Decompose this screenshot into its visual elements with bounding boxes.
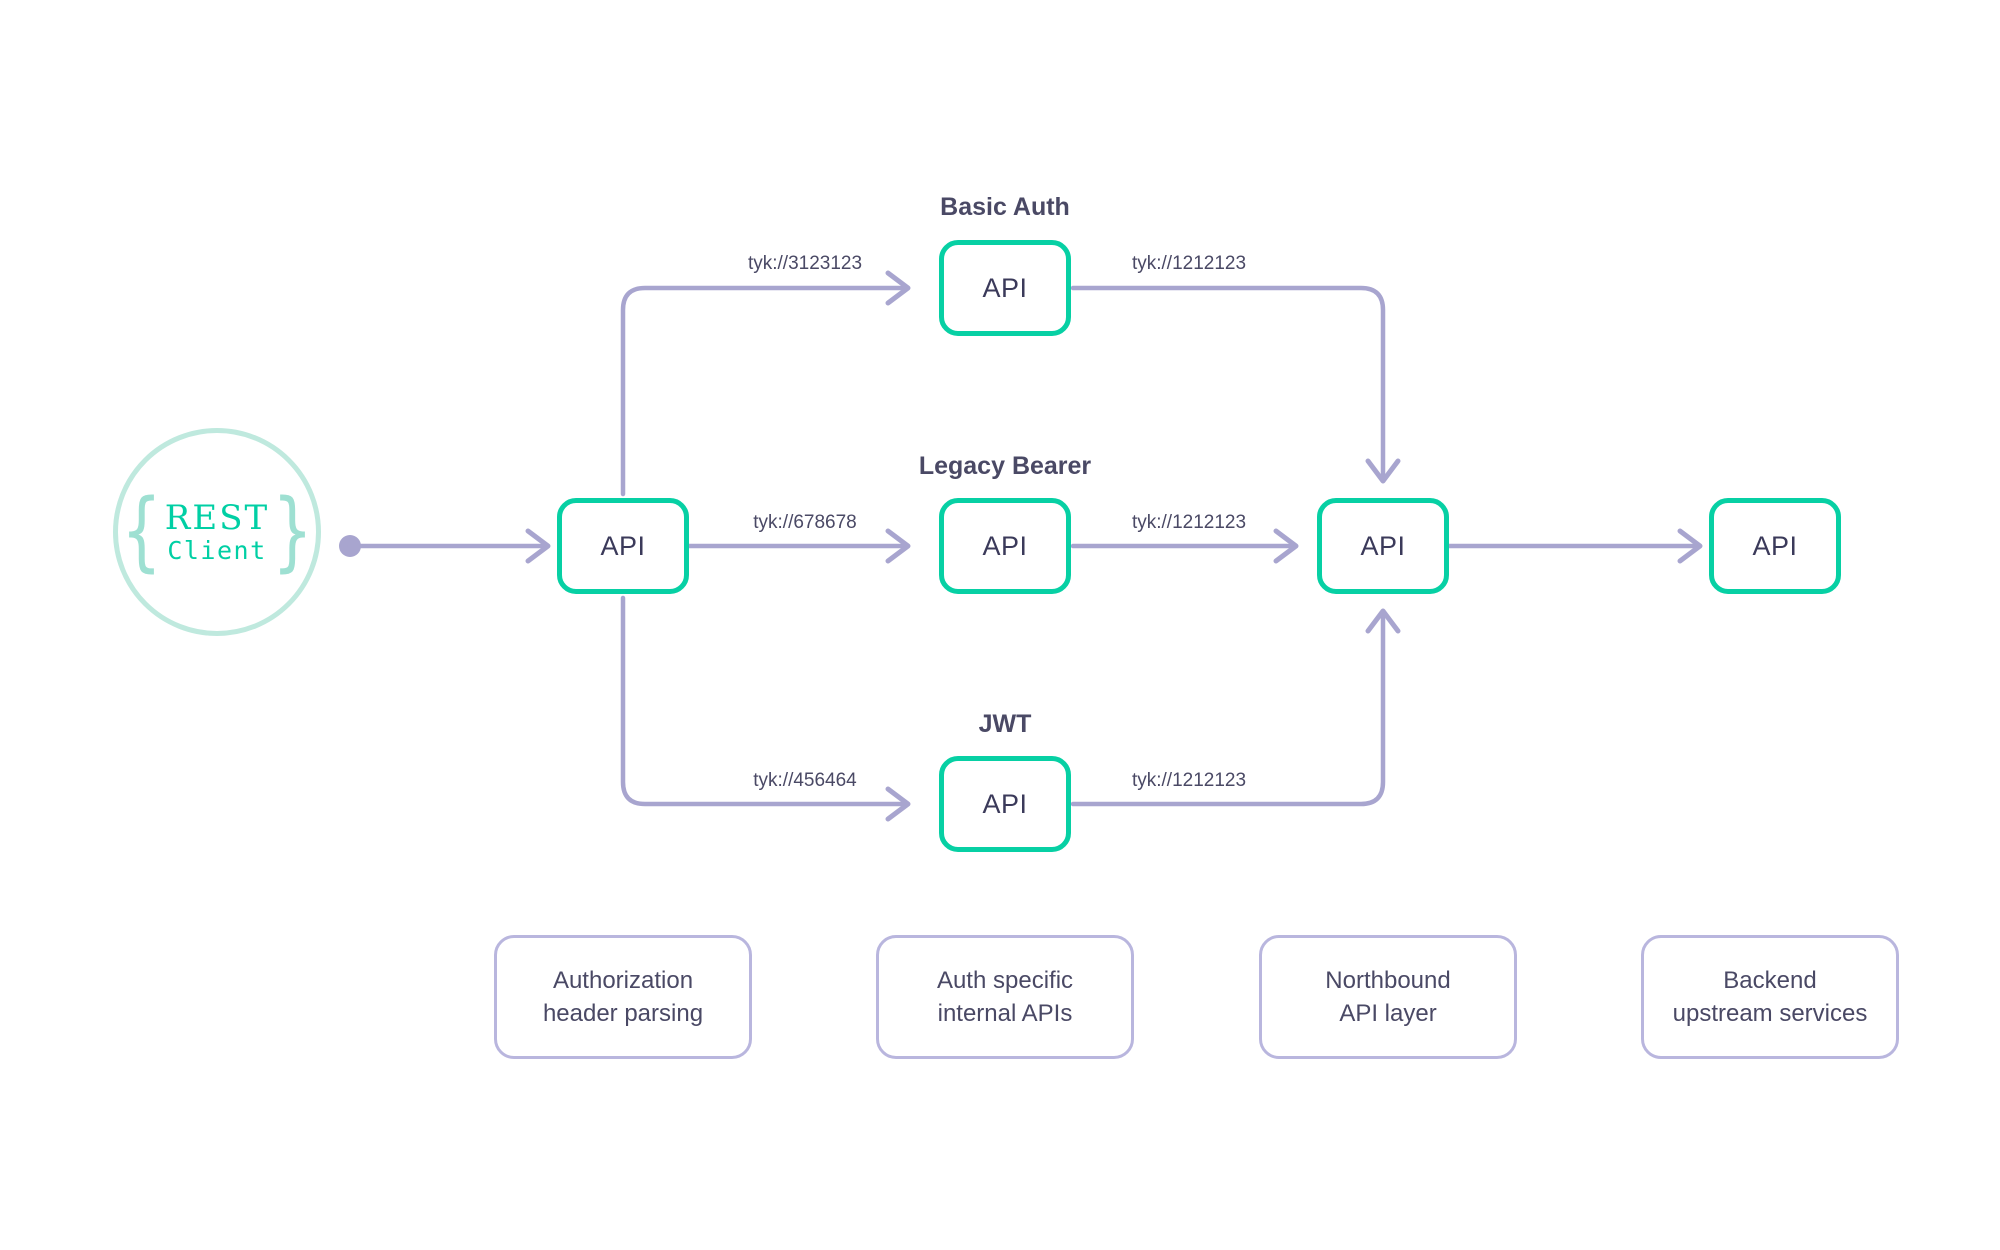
legend-box-northbound-api-layer: Northbound API layer <box>1259 935 1517 1059</box>
legend-box-auth-specific-internal-apis: Auth specific internal APIs <box>876 935 1134 1059</box>
row-title-legacy-bearer: Legacy Bearer <box>918 452 1092 480</box>
legend-line-2: API layer <box>1339 1000 1437 1027</box>
legend-line-2: internal APIs <box>937 1000 1073 1027</box>
api-node-jwt[interactable]: API <box>939 756 1071 852</box>
legend-text-auth-specific-internal-apis: Auth specific internal APIs <box>937 964 1073 1030</box>
legend-line-1: Authorization <box>552 966 694 994</box>
edge-basic-to-northbound <box>1070 285 1386 481</box>
right-brace-icon: } <box>273 482 312 582</box>
legend-line-1: Backend <box>1723 966 1817 994</box>
legend-text-authorization-header-parsing: Authorization header parsing <box>543 964 703 1030</box>
arrowhead-jwt-to-northbound <box>1365 608 1401 634</box>
edge-label-gateway-to-jwt: tyk://456464 <box>753 770 857 791</box>
arrowhead-client-to-gateway <box>525 528 551 564</box>
edge-label-gateway-to-legacy: tyk://678678 <box>753 512 857 533</box>
arrowhead-gateway-to-basic <box>885 270 911 306</box>
arrowhead-legacy-to-northbound <box>1273 528 1299 564</box>
legend-box-backend-upstream-services: Backend upstream services <box>1641 935 1899 1059</box>
edge-gateway-to-basic <box>620 285 908 497</box>
legend-text-backend-upstream-services: Backend upstream services <box>1673 964 1868 1030</box>
client-origin-dot <box>339 535 361 557</box>
arrowhead-gateway-to-legacy <box>885 528 911 564</box>
api-node-northbound[interactable]: API <box>1317 498 1449 594</box>
rest-label: REST <box>164 497 270 538</box>
api-node-gateway[interactable]: API <box>557 498 689 594</box>
arrowhead-basic-to-northbound <box>1365 458 1401 484</box>
edge-label-jwt-to-northbound: tyk://1212123 <box>1131 770 1247 791</box>
api-node-backend[interactable]: API <box>1709 498 1841 594</box>
legend-line-1: Northbound <box>1325 966 1451 994</box>
row-title-basic-auth: Basic Auth <box>940 193 1070 221</box>
rest-client-node[interactable]: { REST Client } <box>113 428 321 636</box>
rest-client-content: { REST Client } <box>122 489 311 575</box>
legend-text-northbound-api-layer: Northbound API layer <box>1325 964 1450 1030</box>
edge-label-legacy-to-northbound: tyk://1212123 <box>1131 512 1247 533</box>
edge-label-basic-to-northbound: tyk://1212123 <box>1131 253 1247 274</box>
row-title-jwt: JWT <box>978 710 1032 738</box>
api-node-basic-auth[interactable]: API <box>939 240 1071 336</box>
client-label: Client <box>167 536 267 566</box>
legend-line-2: upstream services <box>1672 1000 1868 1027</box>
legend-box-authorization-header-parsing: Authorization header parsing <box>494 935 752 1059</box>
arrowhead-northbound-to-backend <box>1677 528 1703 564</box>
edge-label-gateway-to-basic: tyk://3123123 <box>747 253 863 274</box>
legend-line-2: header parsing <box>542 1000 704 1027</box>
left-brace-icon: { <box>122 482 161 582</box>
legend-line-1: Auth specific <box>936 966 1074 994</box>
api-node-legacy-bearer[interactable]: API <box>939 498 1071 594</box>
arrowhead-gateway-to-jwt <box>885 786 911 822</box>
rest-client-labels: REST Client <box>165 499 269 565</box>
